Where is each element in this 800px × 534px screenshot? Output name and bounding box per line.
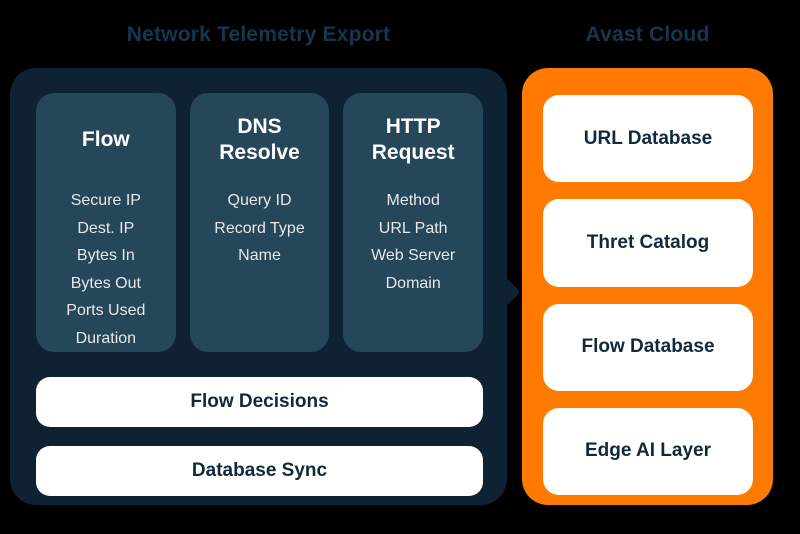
column-heading: HTTP Request — [371, 115, 455, 164]
column-item: Name — [238, 247, 281, 264]
column-item: Web Server Domain — [371, 247, 456, 292]
cloud-box: URL Database — [543, 95, 753, 183]
column-item: Secure IP — [70, 192, 141, 209]
column-item: Ports Used — [66, 302, 146, 319]
column-heading: DNS Resolve — [219, 115, 300, 164]
column-item: Query ID — [227, 192, 292, 209]
column-item: Method — [386, 192, 440, 209]
right-panel-title: Avast Cloud — [585, 23, 710, 46]
cloud-box: Edge AI Layer — [543, 407, 753, 495]
column-item: URL Path — [378, 219, 448, 237]
cloud-box: Flow Database — [543, 303, 753, 391]
decision-bar: Flow Decisions — [36, 377, 483, 427]
cloud-box: Thret Catalog — [543, 199, 753, 287]
column-item: Record Type — [214, 219, 305, 237]
column-item: Bytes In — [76, 247, 135, 264]
decision-bar: Database Sync — [36, 446, 483, 496]
column-item: Bytes Out — [70, 274, 141, 292]
column-item: Dest. IP — [77, 219, 135, 237]
column-item: Duration — [75, 329, 137, 347]
left-panel-title: Network Telemetry Export — [126, 23, 391, 46]
column-heading: Flow — [81, 128, 130, 151]
